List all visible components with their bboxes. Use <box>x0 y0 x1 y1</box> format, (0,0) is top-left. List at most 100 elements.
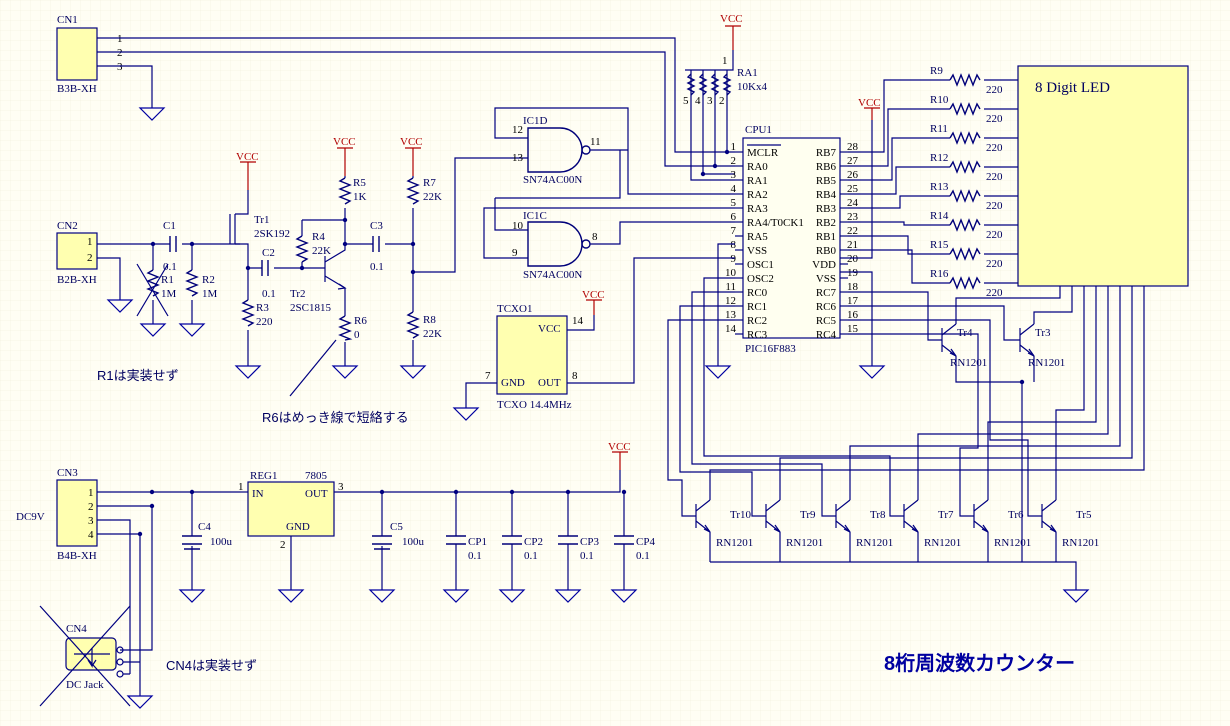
svg-text:10: 10 <box>512 220 524 232</box>
svg-text:R2: R2 <box>202 274 215 286</box>
svg-text:12: 12 <box>512 124 523 136</box>
cpu-pin-num: 14 <box>725 323 737 335</box>
svg-text:R6: R6 <box>354 315 367 327</box>
svg-text:B4B-XH: B4B-XH <box>57 550 97 562</box>
svg-text:1: 1 <box>88 487 94 499</box>
cpu-pin-name: RC7 <box>816 287 837 299</box>
cpu-pin-num: 15 <box>847 323 859 335</box>
svg-text:0.1: 0.1 <box>370 261 384 273</box>
cpu-pin-name: RC2 <box>747 315 767 327</box>
svg-text:3: 3 <box>338 481 344 493</box>
dc9v-label: DC9V <box>16 511 45 523</box>
cn2-connector: CN2 1 2 B2B-XH <box>56 220 98 286</box>
transistor-type: RN1201 <box>994 537 1031 549</box>
svg-text:3: 3 <box>117 61 123 73</box>
cpu-pin-name: RB1 <box>816 231 836 243</box>
reg1-regulator: REG1 7805 IN OUT GND 1 3 2 <box>238 470 344 551</box>
svg-text:2: 2 <box>87 252 93 264</box>
segment-resistor-value: 220 <box>986 171 1003 183</box>
svg-text:0.1: 0.1 <box>262 288 276 300</box>
svg-text:RA1: RA1 <box>737 67 758 79</box>
svg-text:REG1: REG1 <box>250 470 278 482</box>
cpu-pin-num: 22 <box>847 225 858 237</box>
cpu-pin-name: RB7 <box>816 147 837 159</box>
svg-text:2: 2 <box>88 501 94 513</box>
cpu-pin-num: 23 <box>847 211 859 223</box>
cpu-pin-name: RB4 <box>816 189 837 201</box>
cpu-pin-name: OSC1 <box>747 259 774 271</box>
segment-resistor-value: 220 <box>986 84 1003 96</box>
svg-text:1: 1 <box>87 236 93 248</box>
svg-text:9: 9 <box>512 247 518 259</box>
svg-text:TCXO1: TCXO1 <box>497 303 532 315</box>
segment-resistor-value: 220 <box>986 113 1003 125</box>
digit-driver-transistors: Tr4RN1201Tr3RN1201Tr5RN1201Tr6RN1201Tr7R… <box>667 277 1145 603</box>
cap-value: 0.1 <box>636 550 650 562</box>
svg-text:Tr2: Tr2 <box>290 288 306 300</box>
cpu-pin-name: RB3 <box>816 203 837 215</box>
cpu-pin-name: RB0 <box>816 245 837 257</box>
svg-text:3: 3 <box>707 95 713 107</box>
transistor-type: RN1201 <box>716 537 753 549</box>
note-cn4: CN4は実装せず <box>166 658 257 673</box>
cpu-pin-num: 25 <box>847 183 859 195</box>
svg-text:8: 8 <box>592 231 598 243</box>
svg-text:R3: R3 <box>256 302 269 314</box>
svg-text:IC1D: IC1D <box>523 115 548 127</box>
cpu-ref: CPU1 <box>745 124 772 136</box>
transistor-ref: Tr6 <box>1008 509 1024 521</box>
svg-text:VCC: VCC <box>858 97 881 109</box>
svg-text:C1: C1 <box>163 220 176 232</box>
segment-resistor-value: 220 <box>986 287 1003 299</box>
svg-text:11: 11 <box>590 136 601 148</box>
svg-text:2: 2 <box>280 539 286 551</box>
cap-ref: CP4 <box>636 536 655 548</box>
segment-resistor-ref: R9 <box>930 65 943 77</box>
svg-text:Tr1: Tr1 <box>254 214 270 226</box>
svg-text:VCC: VCC <box>333 136 356 148</box>
svg-text:C4: C4 <box>198 521 211 533</box>
svg-text:B2B-XH: B2B-XH <box>57 274 97 286</box>
svg-text:22K: 22K <box>423 328 442 340</box>
cpu-pin-num: 8 <box>731 239 737 251</box>
svg-text:SN74AC00N: SN74AC00N <box>523 269 582 281</box>
svg-text:R7: R7 <box>423 177 436 189</box>
cpu-pin-name: RA4/T0CK1 <box>747 217 804 229</box>
cn1-ref: CN1 <box>57 14 78 26</box>
segment-resistor-value: 220 <box>986 258 1003 270</box>
svg-text:13: 13 <box>512 152 524 164</box>
transistor-ref: Tr4 <box>957 327 973 339</box>
segment-resistor-ref: R15 <box>930 239 949 251</box>
transistor-ref: Tr3 <box>1035 327 1051 339</box>
svg-text:4: 4 <box>695 95 701 107</box>
cpu-pin-name: VDD <box>812 259 836 271</box>
cap-value: 0.1 <box>580 550 594 562</box>
transistor-type: RN1201 <box>1062 537 1099 549</box>
cpu-pin-num: 5 <box>731 197 737 209</box>
led-label: 8 Digit LED <box>1035 80 1110 96</box>
svg-text:2SK192: 2SK192 <box>254 228 290 240</box>
ic1c-nand-gate: IC1C 10 9 8 SN74AC00N <box>512 210 598 281</box>
svg-text:IN: IN <box>252 488 264 500</box>
cn1-type: B3B-XH <box>57 83 97 95</box>
tcxo-oscillator: TCXO1 VCC GND OUT 14 7 8 TCXO 14.4MHz <box>485 303 584 411</box>
cpu-pin-name: RA3 <box>747 203 768 215</box>
cap-value: 0.1 <box>468 550 482 562</box>
svg-text:R4: R4 <box>312 231 325 243</box>
svg-text:VCC: VCC <box>720 13 743 25</box>
transistor-ref: Tr10 <box>730 509 751 521</box>
svg-text:GND: GND <box>501 377 525 389</box>
tr1-fet: VCC Tr1 2SK192 <box>229 151 290 268</box>
cn3-connector: CN3 1 2 3 4 B4B-XH <box>56 467 98 562</box>
svg-text:GND: GND <box>286 521 310 533</box>
svg-text:14: 14 <box>572 315 584 327</box>
cpu-pin-name: RC6 <box>816 301 837 313</box>
segment-resistors: R9220R10220R11220R12220R13220R14220R1522… <box>848 65 1018 299</box>
note-r6: R6はめっき線で短絡する <box>262 410 409 425</box>
svg-text:2: 2 <box>117 47 123 59</box>
cpu-pin-num: 10 <box>725 267 737 279</box>
transistor-ref: Tr8 <box>870 509 886 521</box>
cpu-pin-name: RC5 <box>816 315 837 327</box>
